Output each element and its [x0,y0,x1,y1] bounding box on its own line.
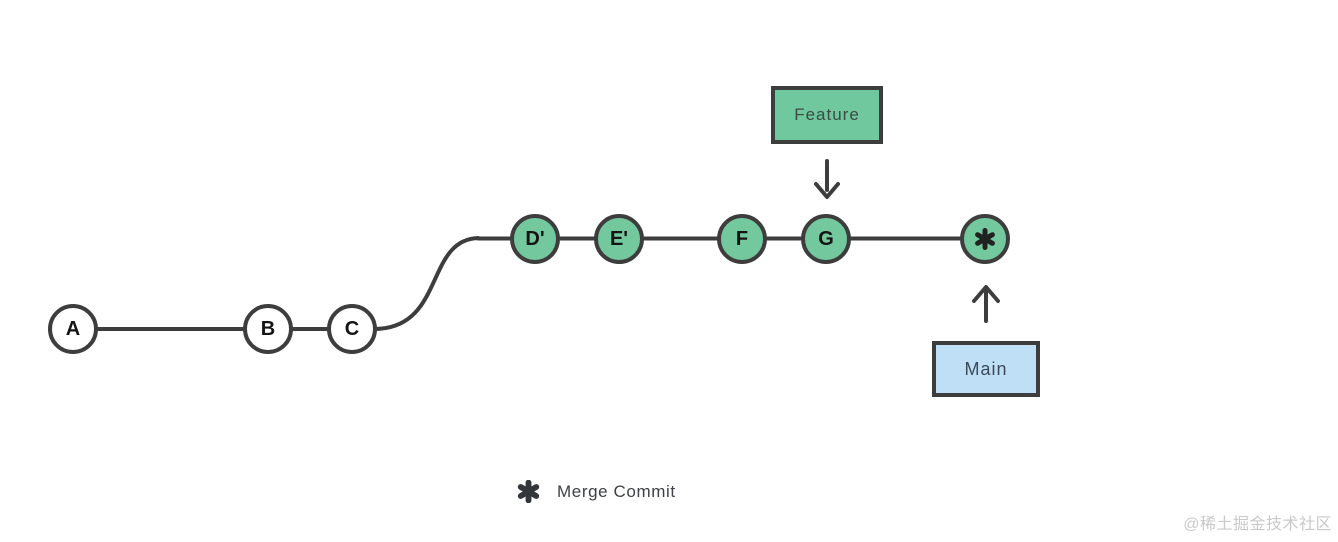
feature-label: Feature [794,105,860,124]
commit-node-merge [960,214,1010,264]
legend-label: Merge Commit [557,481,676,501]
commit-node-c: C [327,304,377,354]
commit-node-e-prime: E' [594,214,644,264]
arrow-down-icon [814,159,840,199]
main-label-box: Main [932,341,1040,397]
main-label: Main [964,358,1008,379]
branch-curve [373,236,480,331]
asterisk-icon [975,228,995,250]
asterisk-icon [517,480,540,503]
feature-label-box: Feature [771,86,883,144]
watermark: @稀土掘金技术社区 [1183,516,1332,533]
commit-node-d-prime: D' [510,214,560,264]
commit-node-b: B [243,304,293,354]
commit-node-a: A [48,304,98,354]
commit-node-f: F [717,214,767,264]
arrow-up-icon [972,285,1000,323]
commit-node-g: G [801,214,851,264]
legend-merge-commit: Merge Commit [517,480,676,503]
